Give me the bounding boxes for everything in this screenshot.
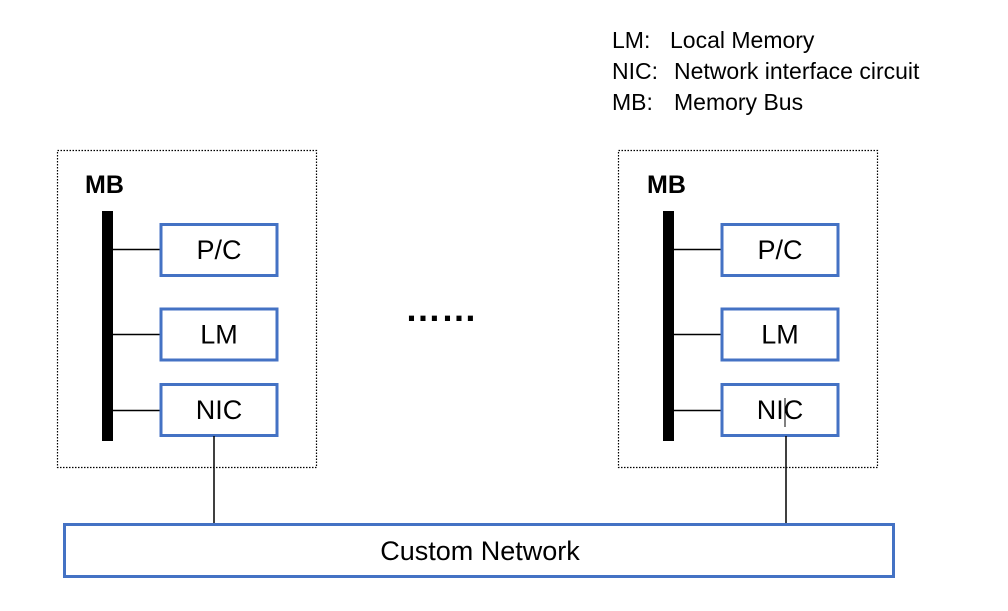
pc-label: P/C [757,235,802,265]
legend: LM: Local Memory NIC: Network interface … [612,27,920,115]
legend-abbr-nic: NIC: [612,58,658,84]
lm-box [720,307,840,362]
legend-abbr-mb: MB: [612,89,653,115]
legend-desc-mb: Memory Bus [674,89,803,115]
network-box [63,523,895,578]
legend-desc-nic: Network interface circuit [674,58,920,84]
legend-abbr-lm: LM: [612,27,650,53]
pc-box [720,223,840,277]
custom-network: Custom Network [63,523,895,578]
pc-box [159,223,279,277]
legend-desc-lm: Local Memory [670,27,815,53]
memory-bus-bar [663,211,674,441]
lm-label: LM [200,320,238,350]
ellipsis: …… [405,288,477,329]
node-left: MB P/C LM NIC [56,149,318,524]
lm-box [159,307,279,362]
node-frame [617,149,879,469]
nic-label: NIC [196,395,243,425]
lm-label: LM [761,320,799,350]
bus-label: MB [647,171,686,199]
node-frame [56,149,318,469]
bus-label: MB [85,171,124,199]
nic-box [720,383,840,437]
memory-bus-bar [102,211,113,441]
pc-label: P/C [196,235,241,265]
network-label: Custom Network [380,536,580,566]
nic-label: NIC [757,395,804,425]
nic-box [159,383,279,437]
node-right: MB P/C LM NIC [617,149,879,524]
